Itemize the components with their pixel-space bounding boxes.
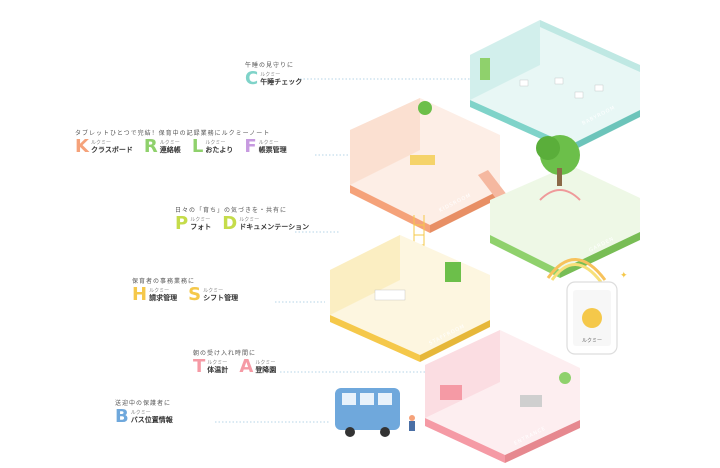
staffroom-illustration: STAFFROOM [330,235,490,362]
row-caption: 朝の受け入れ時間に [193,350,257,357]
entrance-illustration: ENTRANCE [425,330,580,463]
feature-sub: ルクミー [205,140,226,146]
feature-name: フォト [190,223,212,231]
connector-lines [215,78,470,423]
feature-attendance[interactable]: A ルクミー登降園 [239,358,276,376]
feature-letter: K [75,136,89,157]
row-caption: 午睡の見守りに [245,62,295,69]
row-caption: 送迎中の保護者に [115,400,172,407]
row-caption: 日々の「育ち」の気づきを・共有に [175,207,288,214]
feature-sub: ルクミー [90,140,111,146]
feature-sub: ルクミー [159,140,180,146]
feature-letter: A [239,356,254,377]
feature-classboard[interactable]: K ルクミークラスボード [75,138,133,156]
row-caption: 保育者の事務業務に [132,278,196,285]
feature-letter: L [191,136,204,157]
rainbow [546,258,607,283]
feature-name: クラスボード [90,146,133,154]
sparkle-icon: ✦ [620,271,628,281]
feature-sub: ルクミー [149,288,170,294]
feature-sub: ルクミー [190,217,211,223]
feature-name: 請求管理 [149,294,178,302]
feature-letter: H [132,284,148,305]
row-bus: 送迎中の保護者に B ルクミーバス位置情報 [115,398,215,426]
feature-otayori[interactable]: L ルクミーおたより [192,138,233,156]
feature-seikyu[interactable]: H ルクミー請求管理 [132,286,177,304]
tablet-device: ルクミー ✦ [566,271,628,355]
feature-name: 連絡帳 [159,146,181,154]
feature-name: おたより [205,146,234,154]
feature-letter: R [143,136,158,157]
row-nap: 午睡の見守りに C ルクミー午睡チェック [245,60,315,88]
feature-sub: ルクミー [130,410,151,416]
feature-letter: C [245,68,259,89]
feature-sub: ルクミー [255,360,276,366]
feature-name: バス位置情報 [130,416,173,424]
row-note: タブレットひとつで完結！保育中の記録業務にルクミーノート K ルクミークラスボー… [75,128,345,156]
row-photo: 日々の「育ち」の気づきを・共有に P ルクミーフォト D ルクミードキュメンテー… [175,205,335,233]
kidsroom-illustration: KIDSROOM [350,98,500,233]
feature-chohyo[interactable]: F ルクミー帳票管理 [244,138,286,156]
babyroom-illustration: BABYROOM [470,20,640,152]
feature-bus-location[interactable]: B ルクミーバス位置情報 [115,408,173,426]
feature-name: 帳票管理 [258,146,287,154]
feature-name: ドキュメンテーション [239,223,310,231]
tablet-label: ルクミー [582,338,602,344]
feature-renrakucho[interactable]: R ルクミー連絡帳 [144,138,181,156]
feature-documentation[interactable]: D ルクミードキュメンテーション [222,215,309,233]
feature-sub: ルクミー [203,288,224,294]
feature-sub: ルクミー [239,217,260,223]
feature-letter: B [115,406,129,427]
feature-photo[interactable]: P ルクミーフォト [175,215,211,233]
feature-sub: ルクミー [207,360,228,366]
feature-thermometer[interactable]: T ルクミー体温計 [193,358,228,376]
feature-nap-check[interactable]: C ルクミー午睡チェック [245,70,302,88]
garden-illustration: GARDEN [490,135,640,278]
feature-name: 登降園 [255,366,277,374]
feature-sub: ルクミー [260,72,281,78]
feature-letter: P [175,213,189,234]
row-admin: 保育者の事務業務に H ルクミー請求管理 S ルクミーシフト管理 [132,276,282,304]
feature-letter: S [188,284,202,305]
feature-name: 体温計 [207,366,229,374]
row-caption: タブレットひとつで完結！保育中の記録業務にルクミーノート [75,130,271,137]
feature-name: 午睡チェック [260,78,303,86]
feature-shift[interactable]: S ルクミーシフト管理 [188,286,238,304]
row-morning: 朝の受け入れ時間に T ルクミー体温計 A ルクミー登降園 [193,348,323,376]
feature-sub: ルクミー [258,140,279,146]
feature-name: シフト管理 [203,294,239,302]
feature-letter: T [193,356,206,377]
feature-letter: D [222,213,238,234]
feature-letter: F [244,136,257,157]
bus-illustration [335,388,415,437]
